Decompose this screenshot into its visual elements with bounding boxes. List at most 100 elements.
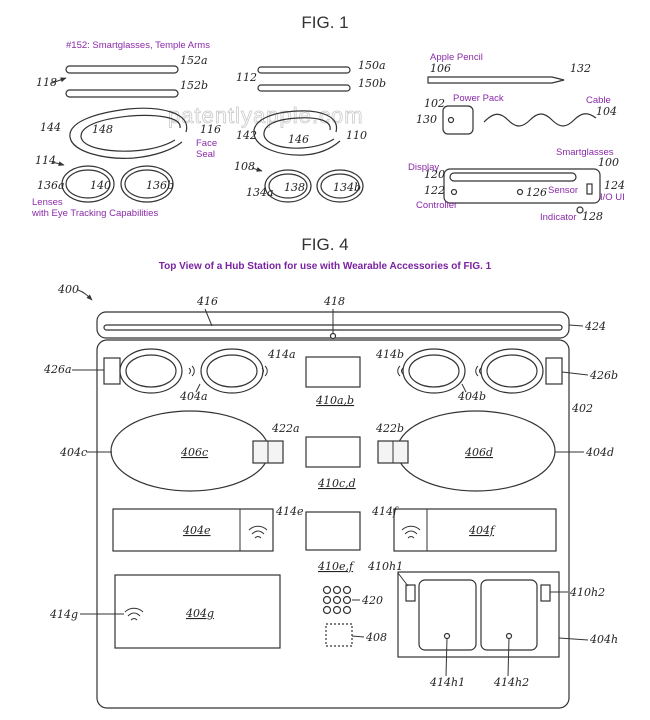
ref-118: 118 bbox=[36, 76, 57, 89]
magnet-426b bbox=[545, 357, 563, 385]
temple-arms-annotation: #152: Smartglasses, Temple Arms bbox=[66, 40, 210, 51]
fig1-title: FIG. 1 bbox=[301, 13, 348, 32]
temple-arm-150a bbox=[257, 66, 351, 74]
lens-134b bbox=[316, 169, 364, 203]
smartglasses-annotation: Smartglasses bbox=[556, 147, 614, 158]
power-pack-102 bbox=[442, 105, 474, 135]
ref-414b: 414b bbox=[375, 348, 404, 361]
component-408 bbox=[325, 623, 353, 647]
ref-136a: 136a bbox=[37, 179, 65, 192]
temple-arm-tray-404f bbox=[393, 508, 557, 552]
ref-404e: 404e bbox=[182, 524, 211, 537]
display-annotation: Display bbox=[408, 162, 439, 173]
ref-404a: 404a bbox=[179, 390, 208, 403]
ref-146: 146 bbox=[288, 133, 309, 146]
recess-410ab bbox=[305, 356, 361, 388]
indicator-annotation: Indicator bbox=[540, 212, 576, 223]
watermark-top: patentlyapple.com bbox=[168, 103, 364, 128]
ref-150a: 150a bbox=[358, 59, 386, 72]
ref-400: 400 bbox=[57, 283, 79, 296]
ref-142: 142 bbox=[236, 129, 257, 142]
wireless-icon-414b bbox=[397, 365, 482, 377]
ref-416: 416 bbox=[196, 295, 218, 308]
ref-406d: 406d bbox=[464, 446, 493, 459]
ref-404h: 404h bbox=[589, 633, 618, 646]
io-ui-annotation: I/O UI bbox=[600, 192, 625, 203]
temple-arm-152b bbox=[65, 89, 179, 98]
fig4-caption: Top View of a Hub Station for use with W… bbox=[159, 261, 492, 272]
ref-116: 116 bbox=[200, 123, 221, 136]
ref-404d: 404d bbox=[585, 446, 614, 459]
lens-134a bbox=[264, 169, 312, 203]
ref-420: 420 bbox=[361, 594, 383, 607]
wireless-icon-414f bbox=[401, 525, 421, 539]
ref-410ef: 410e,f bbox=[317, 560, 355, 573]
wireless-icon-414g bbox=[124, 607, 144, 621]
smartglasses-device-100 bbox=[443, 168, 601, 214]
ref-148: 148 bbox=[92, 123, 113, 136]
ref-414h1: 414h1 bbox=[429, 676, 465, 689]
ref-108: 108 bbox=[234, 160, 255, 173]
lens-slot-404b bbox=[402, 348, 544, 394]
ref-424: 424 bbox=[584, 320, 606, 333]
recess-410cd bbox=[305, 436, 361, 468]
ref-106: 106 bbox=[430, 62, 451, 75]
sensor-annotation: Sensor bbox=[548, 185, 578, 196]
cable-104 bbox=[483, 113, 597, 127]
recess-410ef bbox=[305, 511, 361, 551]
fig4-title: FIG. 4 bbox=[301, 235, 348, 254]
ref-134a: 134a bbox=[246, 186, 274, 199]
ref-124: 124 bbox=[604, 179, 625, 192]
ref-114: 114 bbox=[35, 154, 56, 167]
wireless-icon-414a bbox=[188, 365, 268, 377]
ref-410h2: 410h2 bbox=[569, 586, 605, 599]
ref-120: 120 bbox=[424, 168, 445, 181]
temple-arm-tray-404e bbox=[112, 508, 274, 552]
ref-136b: 136b bbox=[146, 179, 174, 192]
temple-arm-150b bbox=[257, 84, 351, 92]
ref-104: 104 bbox=[596, 105, 617, 118]
ref-408: 408 bbox=[365, 631, 387, 644]
ref-404b: 404b bbox=[457, 390, 486, 403]
ref-414a: 414a bbox=[267, 348, 296, 361]
ref-414h2: 414h2 bbox=[493, 676, 529, 689]
apple-pencil-annotation: Apple Pencil bbox=[430, 52, 483, 63]
controller-annotation: Controller bbox=[416, 200, 457, 211]
lens-slot-404a bbox=[119, 348, 264, 394]
ref-132: 132 bbox=[570, 62, 591, 75]
ref-422b: 422b bbox=[375, 422, 404, 435]
ref-134b: 134b bbox=[333, 181, 361, 194]
temple-arm-152a bbox=[65, 65, 179, 74]
ref-414e: 414e bbox=[275, 505, 304, 518]
button-grid-420 bbox=[322, 585, 352, 615]
ref-410cd: 410c,d bbox=[317, 477, 356, 490]
ref-404f: 404f bbox=[468, 524, 496, 537]
ref-426b: 426b bbox=[589, 369, 618, 382]
ref-410h1: 410h1 bbox=[367, 560, 403, 573]
magnet-426a bbox=[103, 357, 121, 385]
apple-pencil-106 bbox=[427, 76, 565, 84]
ref-414f: 414f bbox=[371, 505, 399, 518]
ref-102: 102 bbox=[424, 97, 445, 110]
ref-404c: 404c bbox=[59, 446, 87, 459]
ref-152b: 152b bbox=[180, 79, 208, 92]
ref-100: 100 bbox=[598, 156, 619, 169]
ref-152a: 152a bbox=[180, 54, 208, 67]
ref-414g: 414g bbox=[49, 608, 78, 621]
ref-110: 110 bbox=[346, 129, 367, 142]
ref-140: 140 bbox=[90, 179, 111, 192]
ref-150b: 150b bbox=[358, 77, 386, 90]
lens-136b bbox=[120, 165, 174, 203]
ref-410ab: 410a,b bbox=[315, 394, 354, 407]
ref-138: 138 bbox=[284, 181, 305, 194]
ref-404g: 404g bbox=[185, 607, 214, 620]
ref-418: 418 bbox=[323, 295, 345, 308]
ref-422a: 422a bbox=[271, 422, 300, 435]
power-pack-annotation: Power Pack bbox=[453, 93, 504, 104]
face-seal-110 bbox=[253, 110, 341, 156]
wireless-icon-414e bbox=[248, 525, 268, 539]
ref-122: 122 bbox=[424, 184, 445, 197]
